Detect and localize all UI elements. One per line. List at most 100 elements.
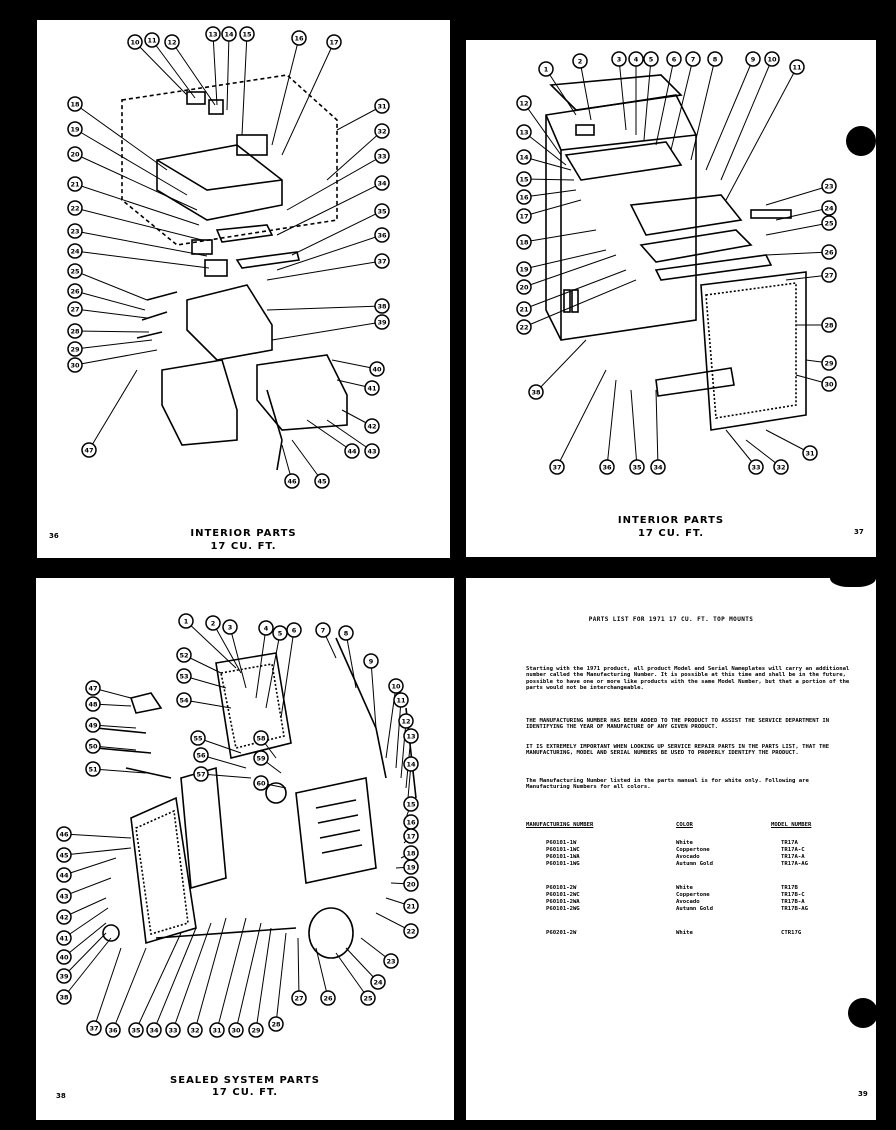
page-caption-line1: INTERIOR PARTS — [617, 515, 725, 526]
callout-number: 14 — [519, 154, 529, 162]
part-callout: 56 — [193, 747, 247, 769]
callout-number: 56 — [196, 752, 206, 760]
callout-number: 16 — [519, 194, 529, 202]
part-callout: 36 — [599, 379, 617, 475]
page-parts-list-intro: PARTS LIST FOR 1971 17 CU. FT. TOP MOUNT… — [466, 578, 876, 1120]
part-callout: 15 — [239, 26, 255, 136]
part-callout: 37 — [266, 253, 390, 281]
callout-number: 39 — [377, 319, 387, 327]
callout-number: 21 — [519, 306, 529, 314]
table-row: P60101-2W White TR17B — [526, 885, 846, 892]
callout-number: 6 — [292, 627, 297, 635]
part-callout: 12 — [516, 95, 562, 156]
part-callout: 24 — [775, 200, 837, 221]
callout-number: 46 — [59, 831, 69, 839]
callout-number: 18 — [519, 239, 529, 247]
column-header-color: COLOR — [676, 822, 693, 828]
callout-number: 50 — [88, 743, 98, 751]
model-number-cell: TR17B — [781, 885, 798, 891]
part-callout: 23 — [765, 178, 837, 206]
callout-number: 13 — [208, 31, 217, 39]
callout-number: 16 — [294, 35, 304, 43]
callout-number: 26 — [323, 995, 333, 1003]
part-callout: 31 — [209, 917, 247, 1038]
part-callout: 8 — [690, 51, 723, 161]
callout-number: 10 — [130, 39, 140, 47]
part-callout: 28 — [796, 317, 837, 333]
callout-number: 45 — [59, 852, 69, 860]
color-cell: Coppertone — [676, 847, 710, 853]
part-callout: 12 — [398, 713, 414, 779]
intro-paragraph: Starting with the 1971 product, all prod… — [526, 666, 850, 691]
callout-number: 20 — [519, 284, 529, 292]
page-caption-line2: 17 CU. FT. — [211, 1087, 279, 1098]
part-callout: 27 — [785, 267, 837, 283]
part-callout: 59 — [253, 750, 282, 774]
part-callout: 26 — [67, 283, 146, 311]
part-callout: 60 — [253, 775, 287, 791]
part-callout: 38 — [528, 339, 587, 400]
callout-number: 39 — [59, 973, 69, 981]
part-callout: 11 — [144, 32, 196, 99]
callout-number: 2 — [211, 620, 216, 628]
callout-number: 46 — [287, 478, 297, 486]
part-callout: 46 — [56, 826, 132, 842]
callout-number: 9 — [751, 56, 756, 64]
callout-number: 48 — [88, 701, 98, 709]
part-callout: 36 — [276, 227, 390, 271]
callout-number: 5 — [278, 630, 283, 638]
callout-number: 45 — [317, 478, 327, 486]
part-callout: 23 — [67, 223, 208, 257]
callout-number: 14 — [406, 761, 416, 769]
part-callout: 25 — [335, 952, 376, 1006]
table-row: P60101-1WG Autumn Gold TR17A-AG — [526, 861, 846, 868]
part-callout: 11 — [725, 59, 805, 201]
page-caption-line1: SEALED SYSTEM PARTS — [170, 1075, 320, 1086]
part-callout: 35 — [291, 203, 390, 256]
callout-number: 17 — [519, 213, 528, 221]
manufacturing-number-cell: P60101-1WA — [546, 854, 580, 860]
part-callout: 7 — [315, 622, 337, 659]
color-cell: Autumn Gold — [676, 906, 714, 912]
callout-number: 37 — [89, 1025, 98, 1033]
part-callout: 42 — [341, 409, 380, 434]
column-header-model-number: MODEL NUMBER — [771, 822, 812, 828]
callout-number: 14 — [224, 31, 234, 39]
callout-number: 51 — [88, 766, 98, 774]
callout-number: 7 — [691, 56, 696, 64]
part-callout: 21 — [385, 897, 419, 914]
callout-number: 5 — [649, 56, 654, 64]
callout-number: 12 — [167, 39, 176, 47]
callout-number: 24 — [824, 205, 834, 213]
callout-number: 42 — [367, 423, 376, 431]
callout-number: 32 — [377, 128, 386, 136]
callout-number: 15 — [406, 801, 416, 809]
callout-number: 27 — [824, 272, 833, 280]
part-callout: 57 — [193, 766, 252, 782]
callout-number: 31 — [377, 103, 387, 111]
part-callout: 40 — [56, 922, 107, 965]
callout-number: 44 — [347, 448, 357, 456]
table-row: P60101-1W White TR17A — [526, 840, 846, 847]
callout-number: 20 — [406, 881, 416, 889]
part-callout: 5 — [643, 51, 659, 141]
part-callout: 20 — [516, 254, 617, 295]
callout-number: 33 — [377, 153, 386, 161]
part-callout: 29 — [805, 355, 837, 371]
callout-number: 18 — [406, 850, 416, 858]
callout-number: 41 — [367, 385, 377, 393]
part-callout: 41 — [56, 907, 109, 946]
callout-number: 18 — [70, 101, 80, 109]
callout-number: 26 — [824, 249, 834, 257]
part-callout: 4 — [255, 620, 274, 699]
part-callout: 17 — [516, 199, 582, 224]
callout-number: 11 — [147, 37, 157, 45]
part-callout: 58 — [253, 730, 277, 759]
part-callout: 16 — [271, 30, 307, 146]
model-number-cell: TR17A-C — [781, 847, 805, 853]
scan-smudge — [830, 565, 876, 587]
part-callout: 45 — [291, 439, 330, 489]
